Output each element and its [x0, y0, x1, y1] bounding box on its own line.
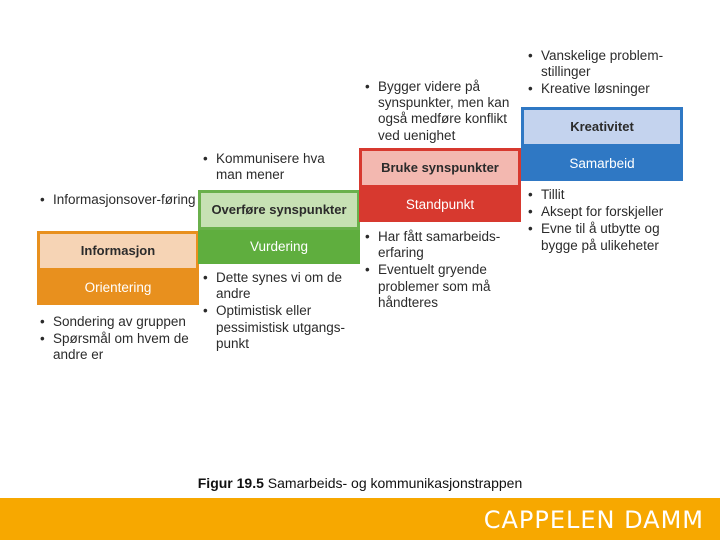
caption-figure-number: Figur 19.5	[197, 475, 264, 491]
step-2-top-box: Overføre synspunkter	[198, 190, 360, 230]
brand-logo: CAPPELEN DAMM	[483, 506, 704, 534]
bullet-item: Eventuelt gryende problemer som må håndt…	[365, 262, 520, 311]
step-4-below-bullets: Tillit Aksept for forskjeller Evne til å…	[528, 187, 698, 255]
bullet-item: Optimistisk eller pessimistisk utgangs-p…	[203, 303, 358, 352]
bullet-item: Sondering av gruppen	[40, 314, 205, 330]
bullet-item: Kreative løsninger	[528, 81, 693, 97]
step-1-below-bullets: Sondering av gruppen Spørsmål om hvem de…	[40, 314, 205, 365]
bullet-item: Bygger videre på synspunkter, men kan og…	[365, 79, 520, 144]
step-2-below-bullets: Dette synes vi om de andre Optimistisk e…	[203, 270, 358, 353]
step-3-below-bullets: Har fått samarbeids-erfaring Eventuelt g…	[365, 229, 520, 312]
bullet-item: Dette synes vi om de andre	[203, 270, 358, 302]
step-4-bottom-box: Samarbeid	[521, 147, 683, 181]
footer-bar: CAPPELEN DAMM	[0, 498, 720, 540]
bullet-item: Evne til å utbytte og bygge på ulikehete…	[528, 221, 698, 253]
bullet-item: Kommunisere hva man mener	[203, 151, 353, 183]
step-2-bottom-box: Vurdering	[198, 230, 360, 264]
caption-text: Samarbeids- og kommunikasjonstrappen	[263, 475, 523, 491]
step-1-top-box: Informasjon	[37, 231, 199, 271]
bullet-item: Vanskelige problem-stillinger	[528, 48, 693, 80]
step-4-top-box: Kreativitet	[521, 107, 683, 147]
bullet-item: Spørsmål om hvem de andre er	[40, 331, 205, 363]
step-3: Bruke synspunkter Standpunkt	[359, 148, 521, 222]
step-1-bottom-box: Orientering	[37, 271, 199, 305]
step-3-above-bullets: Bygger videre på synspunkter, men kan og…	[365, 79, 520, 145]
bullet-item: Tillit	[528, 187, 698, 203]
bullet-item: Har fått samarbeids-erfaring	[365, 229, 520, 261]
step-3-top-box: Bruke synspunkter	[359, 148, 521, 188]
step-2-above-bullets: Kommunisere hva man mener	[203, 151, 353, 184]
step-4-above-bullets: Vanskelige problem-stillinger Kreative l…	[528, 48, 693, 99]
step-1-above-bullets: Informasjonsover-føring	[40, 192, 200, 209]
bullet-item: Informasjonsover-føring	[40, 192, 200, 208]
step-1: Informasjon Orientering	[37, 231, 199, 305]
step-2: Overføre synspunkter Vurdering	[198, 190, 360, 264]
bullet-item: Aksept for forskjeller	[528, 204, 698, 220]
figure-caption: Figur 19.5 Samarbeids- og kommunikasjons…	[0, 475, 720, 491]
step-3-bottom-box: Standpunkt	[359, 188, 521, 222]
step-4: Kreativitet Samarbeid	[521, 107, 683, 181]
